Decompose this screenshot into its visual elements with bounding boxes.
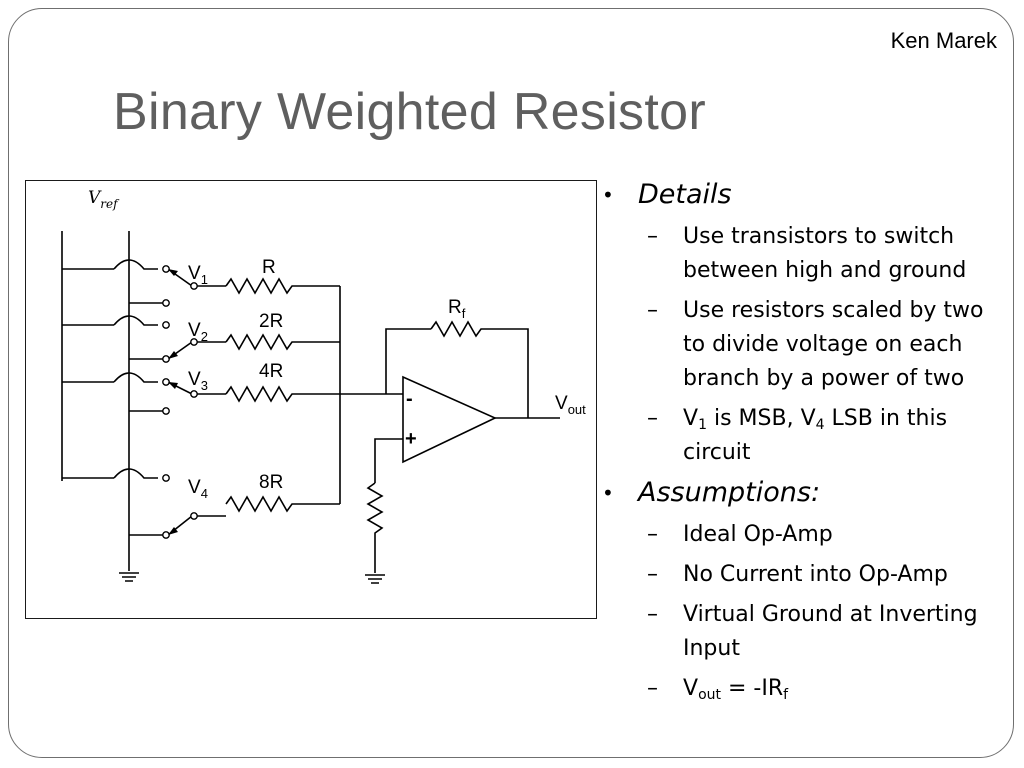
author-name: Ken Marek [890, 28, 997, 53]
hump-2 [113, 315, 158, 326]
bullet-dot-icon: • [602, 481, 614, 505]
output-label: Vout [555, 393, 586, 417]
dash-icon: – [647, 406, 658, 431]
dash-icon: – [647, 602, 658, 627]
resistor-8R [225, 495, 340, 513]
bullet-heading: Details [638, 179, 732, 210]
resistor-label-4r: 4R [259, 361, 283, 382]
sub-bullet-text: Use transistors to switch between high a… [683, 224, 967, 283]
dash-icon: – [647, 522, 658, 547]
ground-symbol-right [365, 574, 385, 584]
contact-1-low [162, 299, 170, 307]
sub-bullet-text: Ideal Op-Amp [683, 522, 833, 547]
op-amp [402, 375, 497, 464]
sub-bullet-text: Virtual Ground at Inverting Input [683, 602, 978, 661]
contact-2-high [162, 321, 170, 329]
contact-4-low [162, 531, 170, 539]
dash-icon: – [647, 562, 658, 587]
resistor-R [225, 277, 340, 295]
bullet-details: • Details [600, 178, 1010, 212]
resistor-label-r: R [262, 257, 276, 278]
resistor-2R [225, 333, 340, 351]
contact-4-high [162, 474, 170, 482]
sub-bullet: –Virtual Ground at Inverting Input [600, 598, 993, 666]
contact-1-pivot [190, 282, 198, 290]
minus-label: - [406, 388, 413, 410]
sub-bullet: –Use transistors to switch between high … [600, 220, 993, 288]
sub-bullet-text: No Current into Op-Amp [683, 562, 948, 587]
resistor-Rf [430, 320, 529, 418]
circuit-svg: Vref V1 V2 V3 V4 R 2R 4R 8R Rf - + Vout [61, 188, 586, 584]
slide-title: Binary Weighted Resistor [113, 83, 706, 141]
vref-rail [61, 231, 114, 481]
ground-resistor [366, 482, 384, 573]
sub-bullet: –V1 is MSB, V4 LSB in this circuit [600, 402, 993, 470]
bullet-dot-icon: • [602, 183, 614, 207]
contact-2-pivot [190, 338, 198, 346]
switch-label-v2: V2 [188, 320, 208, 344]
switch-label-v4: V4 [188, 477, 208, 501]
contact-3-low [162, 407, 170, 415]
switch-label-v3: V3 [188, 369, 208, 393]
circuit-diagram: Vref V1 V2 V3 V4 R 2R 4R 8R Rf - + Vout [25, 180, 597, 619]
contact-3-pivot [190, 390, 198, 398]
hump-1 [113, 259, 158, 270]
sub-bullet: –Use resistors scaled by two to divide v… [600, 294, 993, 396]
noninverting-wire [374, 438, 403, 483]
ground-symbol-left [119, 572, 139, 582]
sub-bullet: –No Current into Op-Amp [600, 558, 993, 592]
bullet-heading: Assumptions: [638, 477, 821, 508]
switch-label-v1: V1 [188, 263, 208, 287]
resistor-label-8r: 8R [259, 472, 283, 493]
dash-icon: – [647, 224, 658, 249]
vref-label: Vref [88, 188, 120, 211]
sub-bullet-text: Vout = -IRf [683, 676, 789, 703]
plus-label: + [405, 428, 417, 450]
resistor-4R [225, 385, 386, 403]
dash-icon: – [647, 676, 658, 701]
sub-bullet-text: Use resistors scaled by two to divide vo… [683, 298, 984, 391]
contact-2-low [162, 355, 170, 363]
contact-3-high [162, 378, 170, 386]
bullet-assumptions: • Assumptions: [600, 476, 1010, 510]
sub-bullet-text: V1 is MSB, V4 LSB in this circuit [683, 406, 948, 465]
contact-1-high [162, 265, 170, 273]
sub-bullet: –Vout = -IRf [600, 672, 993, 706]
resistor-label-2r: 2R [259, 311, 283, 332]
slide-frame [8, 8, 1014, 758]
contact-4-pivot [190, 512, 198, 520]
hump-3 [113, 372, 158, 383]
feedback-wire [385, 328, 431, 394]
feedback-label: Rf [448, 297, 466, 321]
bullet-list: • Details –Use transistors to switch bet… [600, 178, 1010, 712]
hump-4 [113, 468, 158, 479]
dash-icon: – [647, 298, 658, 323]
sub-bullet: –Ideal Op-Amp [600, 518, 993, 552]
